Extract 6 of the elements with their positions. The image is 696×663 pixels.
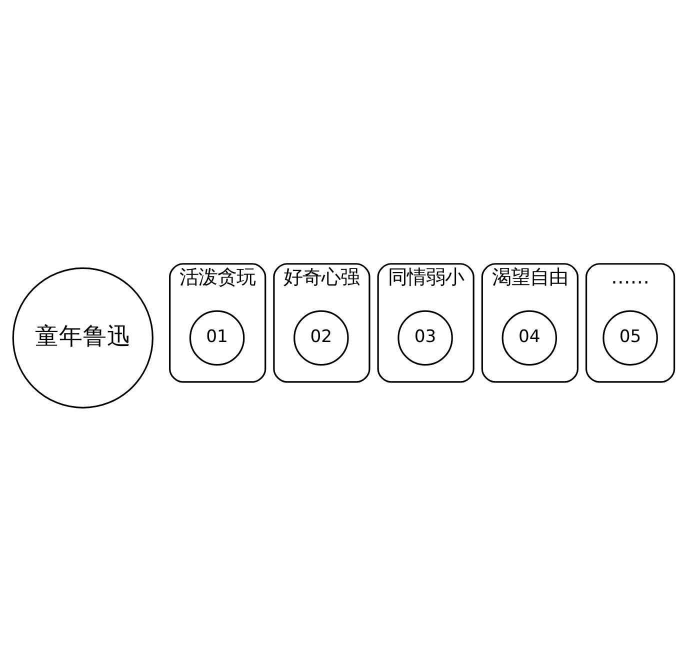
node-circle: 04 — [502, 310, 558, 366]
node-circle: 01 — [189, 310, 245, 366]
node-circle: 童年鲁迅 — [12, 267, 154, 408]
node-circle: 03 — [398, 310, 453, 366]
node-circle: 02 — [294, 310, 349, 366]
node-circle: 05 — [602, 310, 658, 366]
